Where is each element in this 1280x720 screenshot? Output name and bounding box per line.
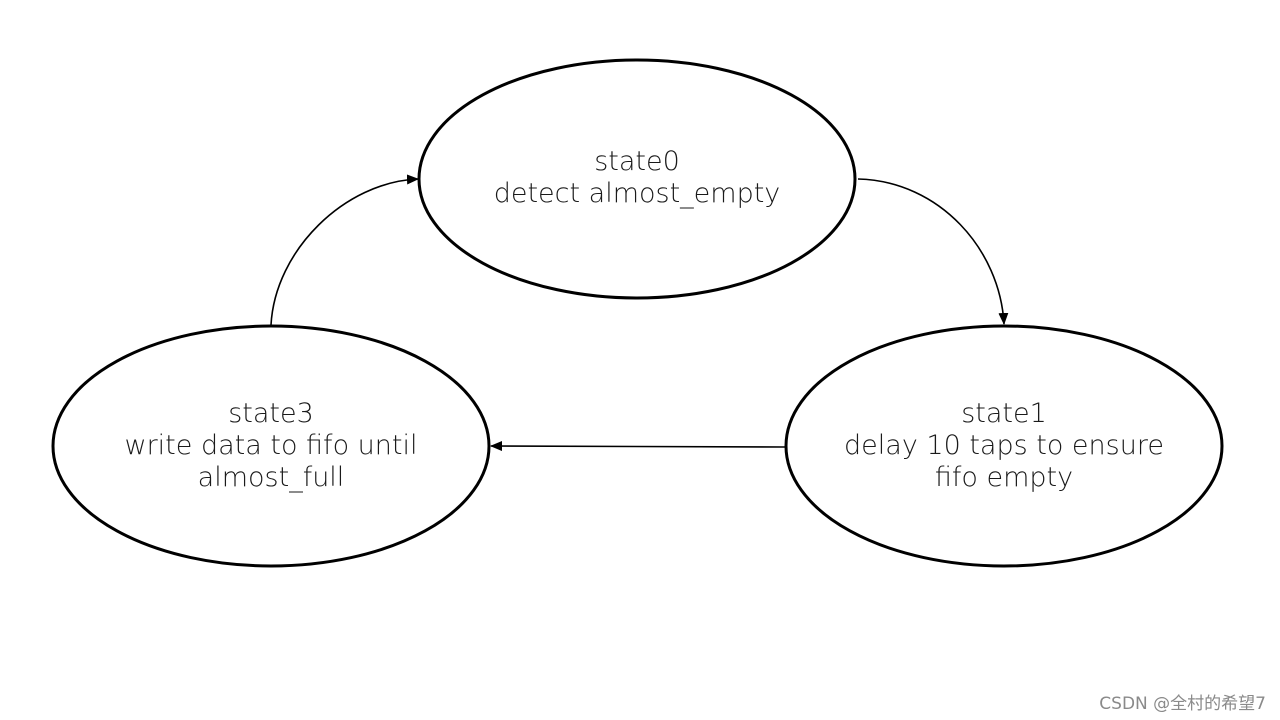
watermark: CSDN @全村的希望7 xyxy=(1099,694,1266,714)
transition-state0-to-state1 xyxy=(857,178,1009,325)
state3-label-line2: write data to fifo until xyxy=(125,430,418,461)
state0-label-line2: detect almost_empty xyxy=(494,178,781,209)
state1-label-line1: state1 xyxy=(961,398,1047,429)
state0-node: state0 detect almost_empty xyxy=(417,58,857,300)
state3-label-line1: state3 xyxy=(228,398,314,429)
state3-node: state3 write data to fifo until almost_f… xyxy=(51,324,491,568)
transition-state1-to-state3 xyxy=(490,441,786,452)
state1-label-line3: fifo empty xyxy=(935,462,1073,493)
state3-label-line3: almost_full xyxy=(198,462,345,493)
state0-label-line1: state0 xyxy=(594,146,680,177)
state1-node: state1 delay 10 taps to ensure fifo empt… xyxy=(784,324,1224,568)
transition-state3-to-state0 xyxy=(270,174,419,326)
state1-label-line2: delay 10 taps to ensure xyxy=(844,430,1164,461)
